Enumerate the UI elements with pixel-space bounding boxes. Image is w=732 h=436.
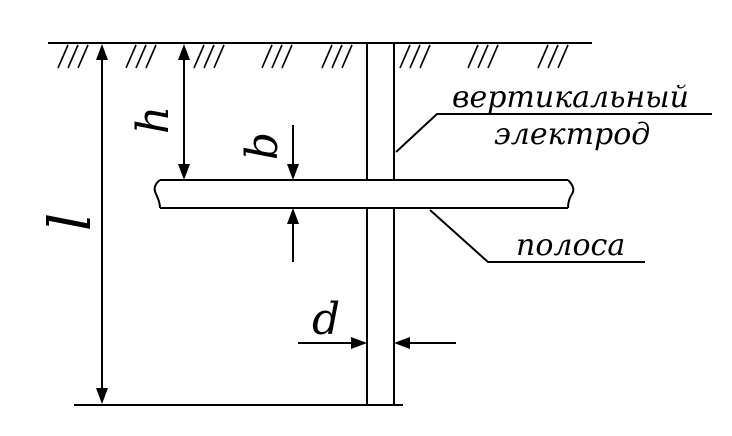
arrow-b-top bbox=[287, 164, 299, 180]
symbol-d: d bbox=[312, 294, 340, 345]
label-vertical-electrode-line1: вертикальный bbox=[452, 80, 689, 115]
arrow-d-left bbox=[351, 337, 367, 349]
vertical-electrode bbox=[366, 43, 395, 405]
dimension-l bbox=[96, 44, 108, 404]
leader-strip bbox=[429, 209, 645, 263]
label-strip: полоса bbox=[516, 228, 625, 263]
symbol-l: l bbox=[36, 213, 104, 232]
symbol-h: h bbox=[128, 106, 179, 134]
symbol-b: b bbox=[237, 132, 288, 160]
strip-break-left bbox=[153, 179, 161, 209]
ground-hatching bbox=[57, 44, 569, 69]
dimension-h bbox=[178, 44, 190, 180]
dimension-b bbox=[287, 125, 299, 262]
arrow-d-right bbox=[394, 337, 410, 349]
arrow-l-top bbox=[96, 44, 108, 60]
arrow-h-top bbox=[178, 44, 190, 60]
dimension-d bbox=[298, 337, 456, 349]
horizontal-strip bbox=[153, 179, 575, 209]
label-vertical-electrode-line2: электрод bbox=[494, 117, 650, 152]
leader-vertical-electrode bbox=[395, 113, 712, 153]
ground-surface bbox=[48, 42, 592, 69]
arrow-b-bottom bbox=[287, 208, 299, 224]
arrow-l-bottom bbox=[96, 388, 108, 404]
strip-break-right bbox=[567, 179, 575, 209]
arrow-h-bottom bbox=[178, 164, 190, 180]
